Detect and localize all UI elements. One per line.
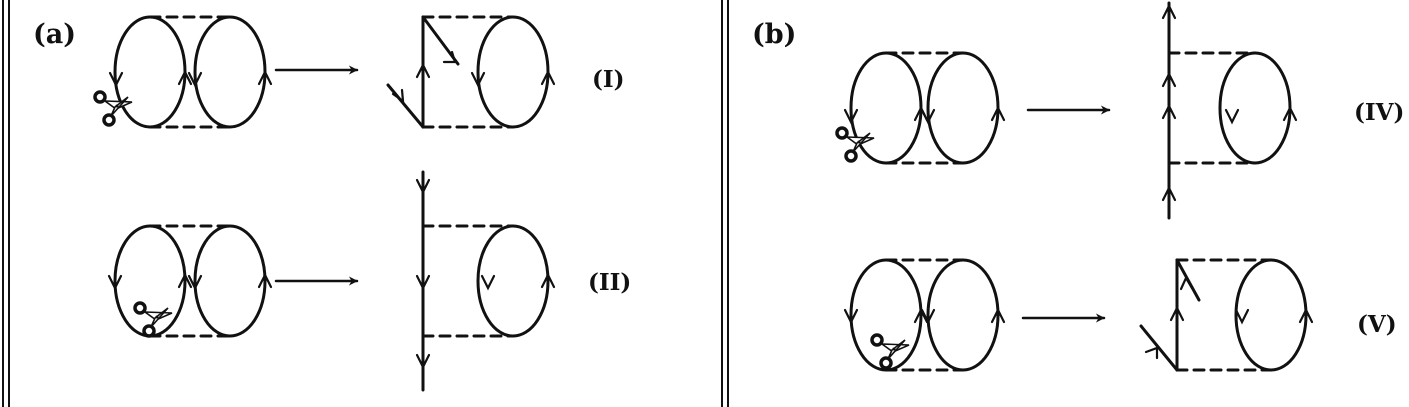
panel-label-b: (b) [752, 19, 796, 50]
diagram-b2-left [843, 258, 1006, 372]
diagram-II-result [415, 170, 556, 392]
diagram-a2-left [107, 224, 273, 338]
diagram-IV-result [1161, 1, 1298, 220]
diagram-I-result [386, 15, 556, 129]
diagram-label-II: (II) [588, 269, 631, 296]
diagram-label-I: (I) [592, 66, 625, 93]
frame-lines [2, 0, 729, 407]
panel-label-a: (a) [33, 19, 76, 50]
diagram-label-IV: (IV) [1354, 99, 1404, 126]
scissors-icon [93, 90, 133, 127]
diagram-V-result [1139, 258, 1314, 372]
scissors-icon [835, 126, 875, 163]
scissors-icon [133, 301, 173, 338]
diagram-label-V: (V) [1357, 311, 1397, 338]
diagram-a1-left [108, 15, 273, 129]
scissors-icon [870, 333, 910, 370]
diagram-b1-left [843, 51, 1006, 165]
